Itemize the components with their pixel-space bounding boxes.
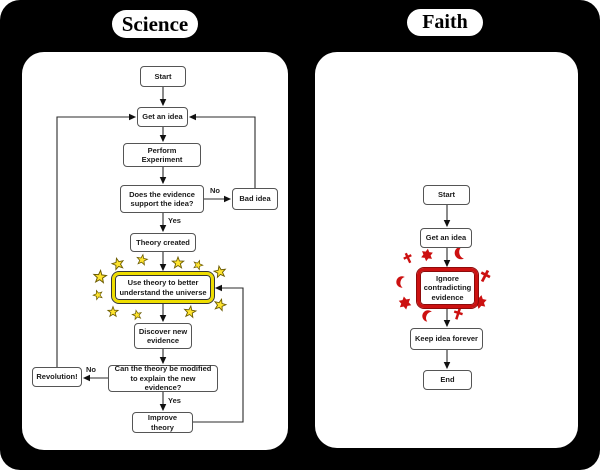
star-of-david-icon: [420, 248, 434, 262]
faith-node-ignore-evidence: Ignore contradicting evidence: [416, 267, 479, 309]
star-icon: [110, 256, 126, 271]
crescent-icon: [453, 246, 464, 261]
science-node-use-theory: Use theory to better understand the univ…: [111, 271, 215, 304]
faith-node-get-idea: Get an idea: [420, 228, 472, 248]
science-node-bad-idea: Bad idea: [232, 188, 278, 210]
star-of-david-icon: [398, 295, 412, 311]
star-icon: [91, 288, 104, 301]
star-icon: [192, 258, 205, 271]
science-node-discover-evidence: Discover new evidence: [134, 323, 192, 349]
crescent-icon: [395, 275, 405, 288]
science-node-modify-question: Can the theory be modified to explain th…: [108, 364, 218, 392]
cross-icon: [401, 251, 415, 265]
star-icon: [183, 304, 197, 319]
science-node-improve-theory: Improve theory: [132, 412, 193, 433]
faith-node-keep-idea: Keep idea forever: [410, 328, 483, 350]
science-title-label: Science: [121, 11, 189, 36]
science-node-experiment: Perform Experiment: [123, 143, 201, 167]
cross-icon: [452, 307, 464, 321]
science-panel-title: Science: [112, 10, 198, 38]
edge-label-evidence-yes: Yes: [168, 216, 181, 225]
star-icon: [131, 308, 143, 321]
science-flow-connectors: [56, 87, 256, 423]
science-node-theory-created: Theory created: [130, 233, 196, 252]
faith-title-label: Faith: [422, 11, 468, 33]
star-icon: [135, 253, 149, 266]
science-panel: Start Get an idea Perform Experiment Doe…: [22, 52, 288, 450]
star-icon: [212, 297, 228, 312]
science-node-revolution: Revolution!: [32, 367, 82, 387]
science-node-evidence-question: Does the evidence support the idea?: [120, 185, 204, 213]
faith-node-end: End: [423, 370, 472, 390]
faith-node-start: Start: [423, 185, 470, 205]
star-icon: [107, 306, 119, 317]
cross-icon: [477, 268, 493, 284]
edge-label-modify-no: No: [86, 365, 96, 374]
faith-panel: Start Get an idea Ignore contradicting e…: [315, 52, 578, 448]
crescent-icon: [420, 308, 432, 322]
edge-label-evidence-no: No: [210, 186, 220, 195]
science-node-get-idea: Get an idea: [137, 107, 188, 127]
star-icon: [171, 256, 185, 269]
science-node-start: Start: [140, 66, 186, 87]
faith-flow-connectors: [395, 205, 493, 370]
star-icon: [212, 264, 227, 279]
star-icon: [92, 269, 108, 284]
faith-panel-title: Faith: [407, 9, 483, 36]
edge-label-modify-yes: Yes: [168, 396, 181, 405]
